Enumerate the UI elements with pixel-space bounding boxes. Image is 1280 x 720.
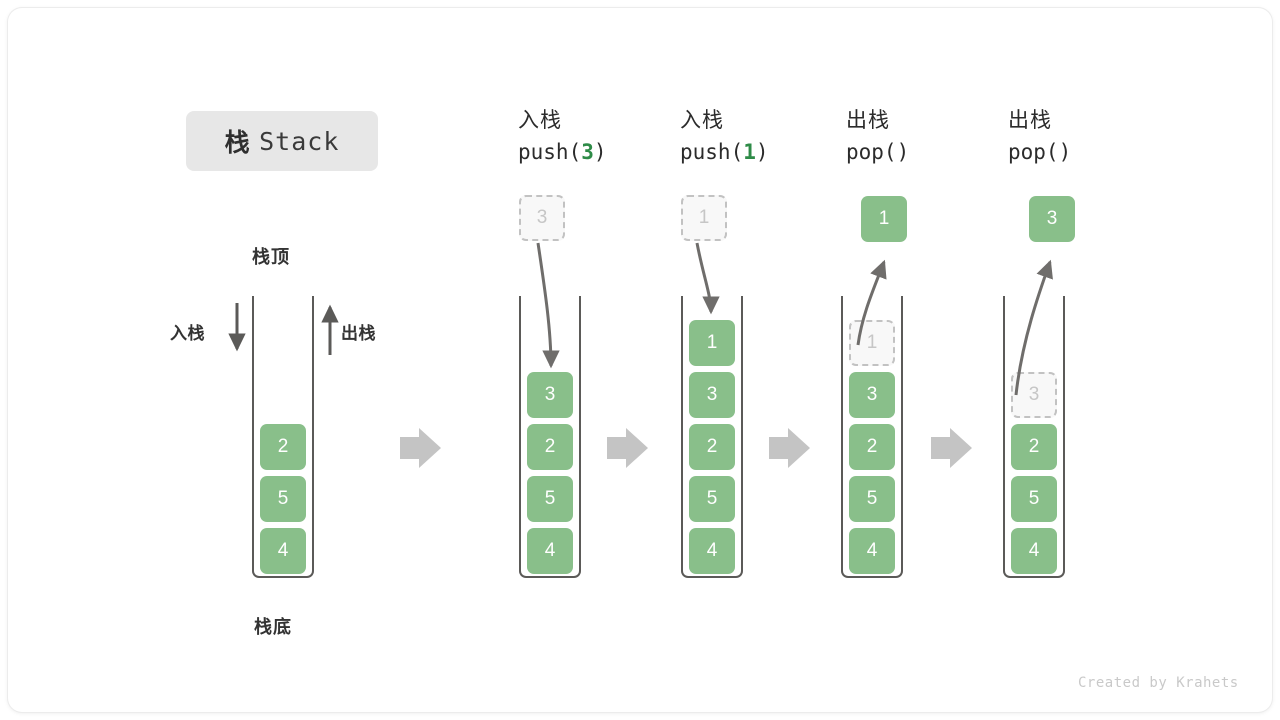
step-header-pop-3: 出栈 pop()	[1008, 106, 1178, 168]
stack-cell: 2	[689, 424, 735, 470]
step-title: 出栈	[846, 109, 890, 132]
stack-cell: 3	[849, 372, 895, 418]
code-prefix: push(	[518, 140, 582, 164]
stack-cell: 4	[689, 528, 735, 574]
title-badge: 栈 Stack	[186, 111, 378, 171]
stack-cell: 3	[527, 372, 573, 418]
stack-cell: 5	[689, 476, 735, 522]
step-code: pop()	[846, 136, 1016, 168]
code-prefix: push(	[680, 140, 744, 164]
stack-cell: 5	[1011, 476, 1057, 522]
footer-credit: Created by Krahets	[1078, 675, 1239, 691]
stack-cell: 4	[527, 528, 573, 574]
stack-cell: 3	[689, 372, 735, 418]
stack-top-label: 栈顶	[252, 247, 290, 267]
code-prefix: pop(	[846, 140, 897, 164]
step-header-push-1: 入栈 push(1)	[680, 106, 850, 168]
code-suffix: )	[896, 140, 910, 164]
step-header-pop-1: 出栈 pop()	[846, 106, 1016, 168]
stack-cell: 5	[527, 476, 573, 522]
title-cn: 栈	[224, 129, 251, 157]
stack-cell: 2	[849, 424, 895, 470]
step-title: 入栈	[518, 109, 562, 132]
pending-push-value: 1	[681, 195, 727, 241]
stack-cell: 5	[849, 476, 895, 522]
code-suffix: )	[593, 140, 607, 164]
stack-cell: 2	[527, 424, 573, 470]
pending-push-value: 3	[519, 195, 565, 241]
step-title: 出栈	[1008, 109, 1052, 132]
stack-cell: 4	[260, 528, 306, 574]
stack-cell-ghost: 3	[1011, 372, 1057, 418]
code-arg: 1	[743, 140, 756, 164]
code-prefix: pop(	[1008, 140, 1059, 164]
step-title: 入栈	[680, 109, 724, 132]
stack-cell: 2	[260, 424, 306, 470]
step-code: pop()	[1008, 136, 1178, 168]
stack-cell: 2	[1011, 424, 1057, 470]
stack-cell: 4	[849, 528, 895, 574]
title-en: Stack	[259, 126, 340, 156]
step-header-push-3: 入栈 push(3)	[518, 106, 688, 168]
stack-cell: 5	[260, 476, 306, 522]
step-code: push(1)	[680, 136, 850, 168]
step-code: push(3)	[518, 136, 688, 168]
popped-value: 1	[861, 196, 907, 242]
stack-cell-ghost: 1	[849, 320, 895, 366]
push-direction-label: 入栈	[170, 324, 205, 343]
code-arg: 3	[581, 140, 594, 164]
pop-direction-label: 出栈	[341, 324, 376, 343]
code-suffix: )	[1058, 140, 1072, 164]
stack-bottom-label: 栈底	[254, 617, 292, 637]
code-suffix: )	[755, 140, 769, 164]
popped-value: 3	[1029, 196, 1075, 242]
stack-cell: 4	[1011, 528, 1057, 574]
stack-cell: 1	[689, 320, 735, 366]
